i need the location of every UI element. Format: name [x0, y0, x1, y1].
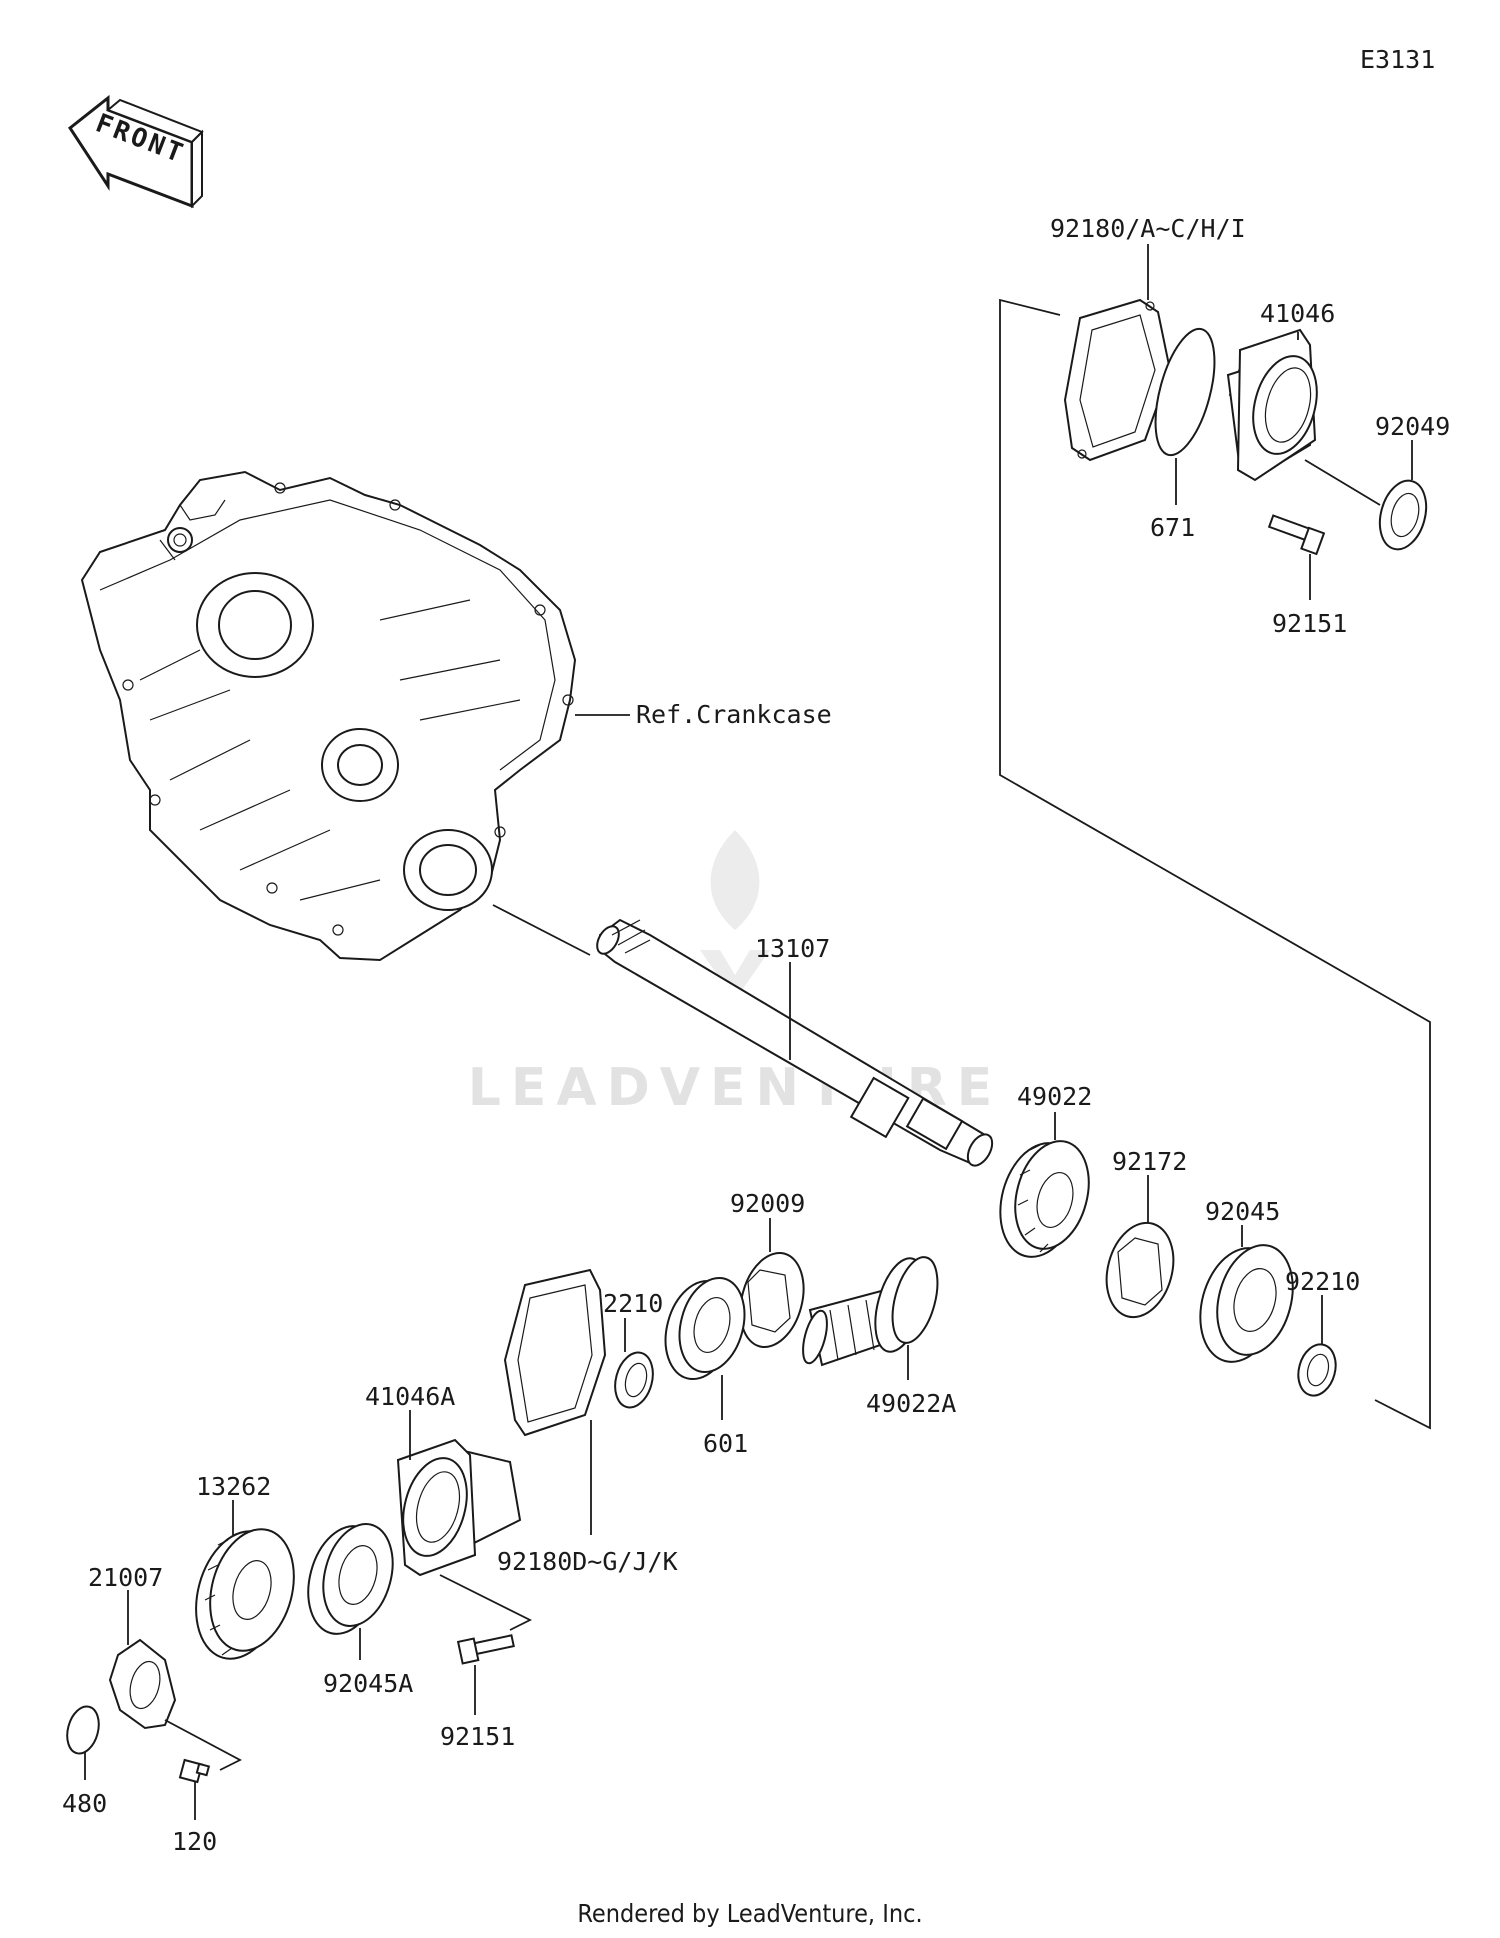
upper-group-bracket — [999, 298, 1431, 1430]
label-92049: 92049 — [1375, 412, 1450, 441]
label-41046: 41046 — [1260, 299, 1335, 328]
label-41046A: 41046A — [365, 1382, 455, 1411]
pinion-49022A — [802, 1256, 939, 1367]
bearing-92045A — [307, 1523, 394, 1635]
gear-49022 — [999, 1140, 1090, 1258]
bearing-92045 — [1199, 1244, 1294, 1363]
plate-21007 — [108, 1638, 177, 1730]
circlip-92210-left — [614, 1351, 654, 1409]
label-13107: 13107 — [755, 934, 830, 963]
race-92009 — [739, 1251, 805, 1349]
label-49022: 49022 — [1017, 1082, 1092, 1111]
bracket-92151-bottom — [439, 1574, 533, 1631]
label-92151-top: 92151 — [1272, 609, 1347, 638]
leadventure-watermark: LEADVENTURE — [468, 830, 992, 1118]
label-601: 601 — [703, 1429, 748, 1458]
footer-credit: Rendered by LeadVenture, Inc. — [577, 1899, 922, 1928]
circlip-480 — [66, 1705, 100, 1755]
diagram-code: E3131 — [1360, 45, 1435, 74]
gasket-92180-lower — [503, 1268, 607, 1437]
housing-41046 — [1226, 328, 1318, 482]
circlip-92210-right — [1297, 1343, 1337, 1397]
label-92045: 92045 — [1205, 1197, 1280, 1226]
label-120: 120 — [172, 1827, 217, 1856]
oring-671 — [1154, 327, 1216, 457]
bolt-92151-top — [1267, 514, 1326, 556]
label-92172: 92172 — [1112, 1147, 1187, 1176]
ref-crankcase-label: Ref.Crankcase — [636, 700, 832, 729]
housing-41046A — [396, 1438, 522, 1577]
bracket-120 — [164, 1719, 242, 1771]
bearing-601 — [664, 1276, 746, 1381]
label-92009: 92009 — [730, 1189, 805, 1218]
race-92172 — [1105, 1221, 1175, 1319]
front-arrow-icon: FRONT — [67, 94, 204, 209]
label-92180-upper: 92180/A~C/H/I — [1050, 214, 1246, 243]
label-21007: 21007 — [88, 1563, 163, 1592]
label-92045A: 92045A — [323, 1669, 413, 1698]
label-480: 480 — [62, 1789, 107, 1818]
crankcase-drawing — [80, 470, 577, 962]
shaft-line-upper — [1304, 459, 1381, 506]
bolt-92151-bottom — [456, 1634, 515, 1665]
label-671: 671 — [1150, 513, 1195, 542]
label-92151-bottom: 92151 — [440, 1722, 515, 1751]
label-92210-right: 92210 — [1285, 1267, 1360, 1296]
seal-92049 — [1378, 479, 1428, 551]
gasket-92180-upper — [1063, 298, 1172, 462]
screw-120 — [178, 1758, 211, 1784]
label-13262: 13262 — [196, 1472, 271, 1501]
label-92180-lower: 92180D~G/J/K — [497, 1547, 678, 1576]
shaft-axis-line — [492, 904, 591, 956]
gear-13262 — [195, 1528, 295, 1660]
shaft-13107 — [596, 918, 994, 1167]
label-49022A: 49022A — [866, 1389, 956, 1418]
